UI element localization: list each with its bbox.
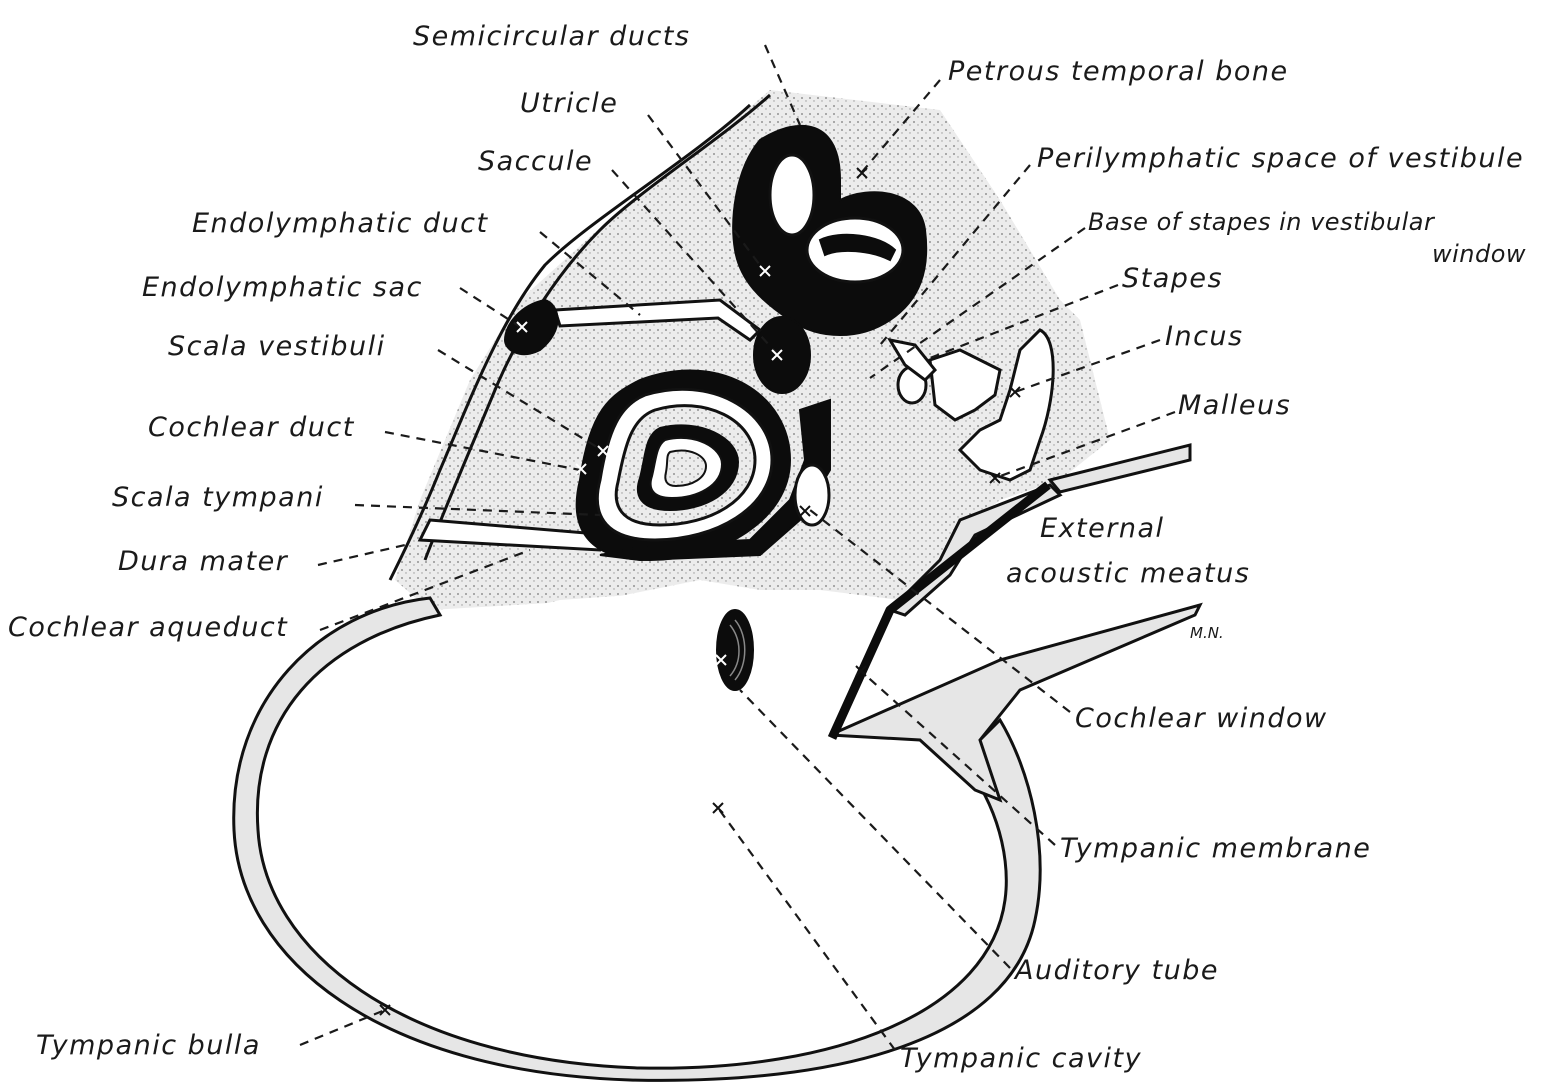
label-auditory-tube: Auditory tube bbox=[1013, 955, 1219, 986]
label-saccule: Saccule bbox=[478, 146, 593, 177]
label-endolymphatic-duct: Endolymphatic duct bbox=[192, 208, 489, 239]
label-endolymphatic-sac: Endolymphatic sac bbox=[142, 272, 423, 303]
label-perilymphatic-space: Perilymphatic space of vestibule bbox=[1037, 143, 1524, 174]
label-initials: M.N. bbox=[1190, 624, 1224, 642]
label-incus: Incus bbox=[1165, 321, 1244, 352]
label-base-of-stapes-line1: Base of stapes in vestibular bbox=[1088, 208, 1436, 236]
leader-dura-mater bbox=[318, 545, 405, 565]
label-petrous-temporal-bone: Petrous temporal bone bbox=[948, 56, 1289, 87]
label-cochlear-window: Cochlear window bbox=[1075, 703, 1328, 734]
label-tympanic-bulla: Tympanic bulla bbox=[36, 1030, 261, 1061]
semicircular-inner-a bbox=[770, 155, 814, 235]
label-scala-vestibuli: Scala vestibuli bbox=[168, 331, 386, 362]
label-base-of-stapes-line2: window bbox=[1432, 240, 1526, 268]
label-scala-tympani: Scala tympani bbox=[112, 482, 324, 513]
label-external-line2: acoustic meatus bbox=[1006, 558, 1250, 589]
label-malleus: Malleus bbox=[1178, 390, 1291, 421]
label-tympanic-cavity: Tympanic cavity bbox=[900, 1043, 1142, 1074]
label-cochlear-aqueduct: Cochlear aqueduct bbox=[8, 612, 288, 643]
label-cochlear-duct: Cochlear duct bbox=[148, 412, 355, 443]
label-tympanic-membrane: Tympanic membrane bbox=[1060, 833, 1371, 864]
tympanic-cavity-area bbox=[281, 590, 979, 1048]
auditory-tube-opening bbox=[717, 610, 753, 690]
label-stapes: Stapes bbox=[1122, 263, 1223, 294]
label-dura-mater: Dura mater bbox=[118, 546, 289, 577]
label-semicircular-ducts: Semicircular ducts bbox=[413, 21, 690, 52]
label-utricle: Utricle bbox=[520, 88, 618, 119]
saccule-shape bbox=[754, 317, 810, 393]
label-external-line1: External bbox=[1040, 513, 1165, 544]
